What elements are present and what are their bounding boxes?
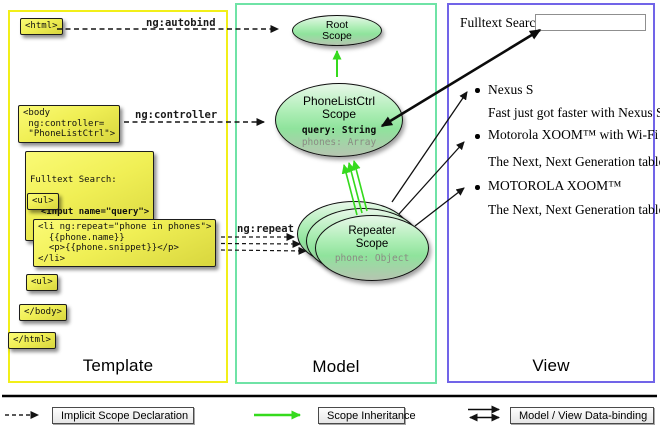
bullet-icon xyxy=(475,88,480,93)
template-panel-label: Template xyxy=(82,356,154,375)
model-panel: Model xyxy=(235,3,437,384)
root-scope-ellipse: Root Scope xyxy=(292,15,382,46)
view-item-title: Motorola XOOM™ with Wi-Fi xyxy=(488,127,659,142)
view-item-snippet: The Next, Next Generation tablet. xyxy=(488,202,660,217)
code-html-close: </html> xyxy=(8,332,56,349)
view-item-title: MOTOROLA XOOM™ xyxy=(488,178,622,193)
code-ul-open: <ul> xyxy=(27,193,59,210)
fulltext-search-input[interactable] xyxy=(535,14,646,31)
repeater-scope-ellipse: Repeater Scope phone: Object xyxy=(315,215,429,281)
view-item-snippet: Fast just got faster with Nexus S. xyxy=(488,105,660,120)
code-fulltext-label-line: Fulltext Search: xyxy=(30,175,117,185)
view-item-title: Nexus S xyxy=(488,82,534,97)
code-input-tag-line: <input name="query"> xyxy=(30,206,150,217)
phonelistctrl-phones-prop: phones: Array xyxy=(301,136,377,148)
phonelistctrl-scope-ellipse: PhoneListCtrl Scope query: String phones… xyxy=(275,83,403,157)
code-html-open: <html> xyxy=(20,18,63,35)
phonelistctrl-scope-title: PhoneListCtrl Scope xyxy=(302,94,376,121)
ng-autobind-label: ng:autobind xyxy=(146,17,216,29)
code-ul-close: <ul> xyxy=(26,274,58,291)
view-item-snippet: The Next, Next Generation tablet. xyxy=(488,154,660,169)
legend-model-view-databinding: Model / View Data-binding xyxy=(510,407,654,424)
phonelistctrl-query-prop: query: String xyxy=(301,125,377,136)
repeater-scope-title: Repeater Scope xyxy=(348,225,396,250)
code-body-close: </body> xyxy=(19,304,67,321)
bullet-icon xyxy=(475,185,480,190)
code-li-repeat: <li ng:repeat="phone in phones"> {{phone… xyxy=(33,219,217,267)
ng-repeat-label: ng:repeat xyxy=(237,223,294,235)
code-body-open: <body ng:controller= "PhoneListCtrl"> xyxy=(18,105,121,143)
view-panel-label: View xyxy=(532,356,570,375)
ng-controller-label: ng:controller xyxy=(135,109,218,121)
legend-implicit-scope-declaration: Implicit Scope Declaration xyxy=(52,407,194,424)
repeater-phone-prop: phone: Object xyxy=(334,253,410,264)
view-search-label: Fulltext Search: xyxy=(460,15,546,30)
bullet-icon xyxy=(475,134,480,139)
root-scope-title: Root Scope xyxy=(322,18,352,42)
model-panel-label: Model xyxy=(312,357,360,376)
legend-scope-inheritance: Scope Inheritance xyxy=(318,407,416,424)
